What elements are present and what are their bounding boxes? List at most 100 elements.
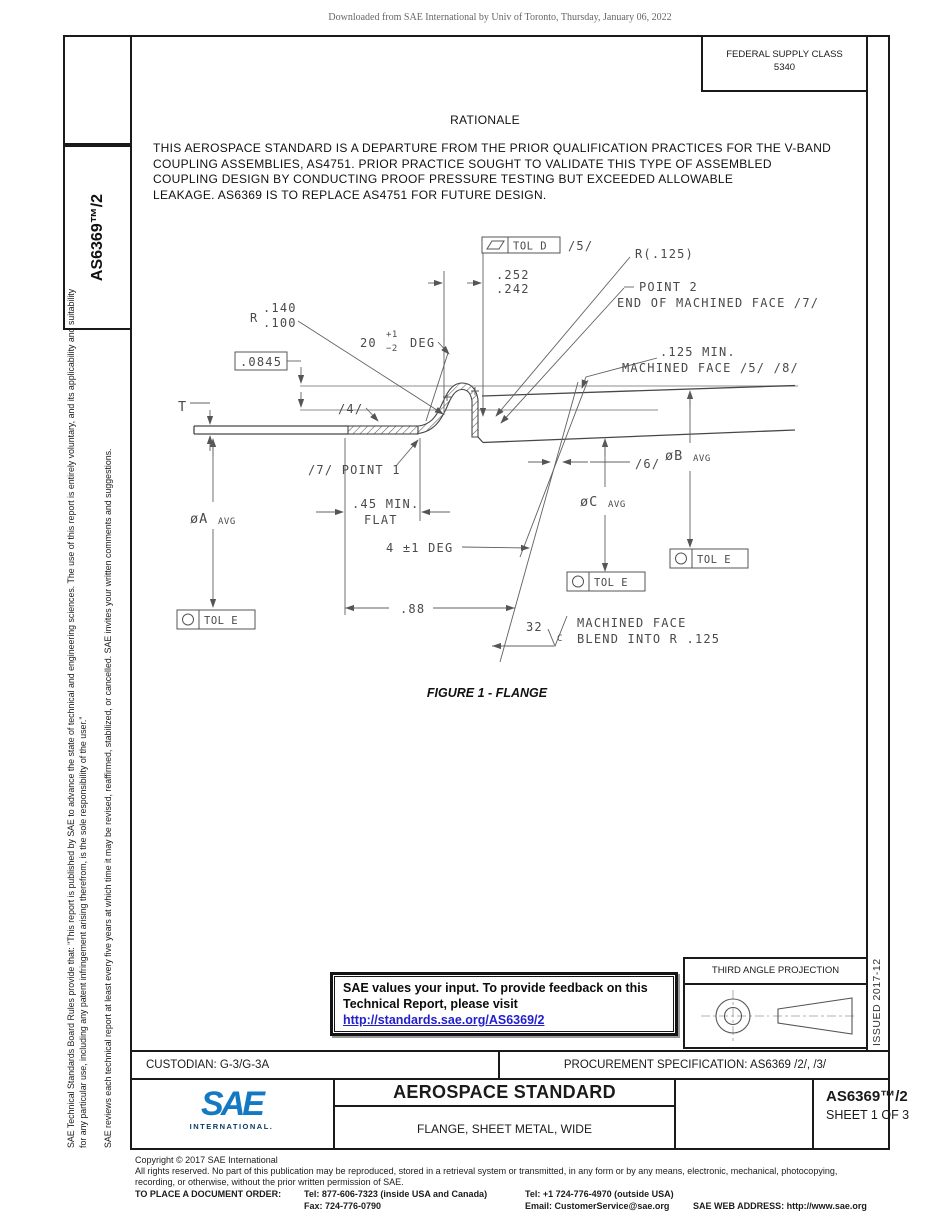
radius-125-label: R(.125) xyxy=(635,247,694,261)
federal-supply-class-value: 5340 xyxy=(773,62,796,73)
note-4: /4/ xyxy=(338,402,363,416)
sheet-number: SHEET 1 OF 3 xyxy=(826,1108,910,1122)
avg-suffix: AVG xyxy=(218,517,236,527)
dia-a-label: øA xyxy=(190,511,208,527)
machined-face-note: MACHINED FACE /5/ /8/ xyxy=(622,361,799,375)
dia-b-label: øB xyxy=(665,448,683,464)
sae-logo-text: SAE xyxy=(201,1085,265,1123)
federal-supply-class-label: FEDERAL SUPPLY CLASS xyxy=(726,49,843,60)
rationale-title: RATIONALE xyxy=(450,113,520,127)
angle-4-label: 4 ±1 DEG xyxy=(386,541,453,555)
flat-45-line2: FLAT xyxy=(364,513,398,527)
rationale-line: COUPLING DESIGN BY CONDUCTING PROOF PRES… xyxy=(153,172,734,186)
figure-caption: FIGURE 1 - FLANGE xyxy=(427,686,548,700)
surface-finish-check-icon xyxy=(547,615,568,648)
issued-date-vertical: ISSUED 2017-12 xyxy=(871,958,883,1046)
tol-d-label: TOL D xyxy=(513,241,547,253)
projection-circle-inner xyxy=(723,1006,743,1026)
flange-hump-profile xyxy=(417,382,479,438)
order-label: TO PLACE A DOCUMENT ORDER: xyxy=(135,1189,282,1199)
third-angle-projection-box: THIRD ANGLE PROJECTION xyxy=(683,957,868,1049)
flange-cross-section xyxy=(193,382,796,444)
tol-e-label: TOL E xyxy=(697,554,731,566)
dim-242: .242 xyxy=(496,282,530,296)
tel-outside: Tel: +1 724-776-4970 (outside USA) xyxy=(525,1189,674,1199)
note-5: /5/ xyxy=(568,239,593,253)
doc-id-box xyxy=(63,145,132,330)
drawing-annotations: /5/ R(.125) .252 .242 POINT 2 END OF MAC… xyxy=(178,239,819,700)
angle-20-minus: −2 xyxy=(386,344,398,354)
radius-center-marks xyxy=(443,387,479,401)
rationale-body: THIS AEROSPACE STANDARD IS A DEPARTURE F… xyxy=(153,141,853,203)
sae-logo: SAE INTERNATIONAL. xyxy=(130,1080,333,1150)
email-line: Email: CustomerService@sae.org xyxy=(525,1201,670,1211)
radius-140: .140 xyxy=(263,301,297,315)
dim-88: .88 xyxy=(400,602,425,616)
copyright-line: Copyright © 2017 SAE International xyxy=(135,1155,278,1165)
third-angle-projection-label: THIRD ANGLE PROJECTION xyxy=(685,959,866,985)
finish-note-2: BLEND INTO R .125 xyxy=(577,632,720,646)
figure-1-flange-drawing: TOL D TOL E TOL E TOL E .0845 /5/ R(.125… xyxy=(176,236,819,700)
hatched-sheet-section xyxy=(347,425,419,435)
finish-note-1: MACHINED FACE xyxy=(577,616,687,630)
fax-line: Fax: 724-776-0790 xyxy=(304,1201,382,1211)
sae-logo-subtext: INTERNATIONAL. xyxy=(189,1122,274,1131)
doc-title: FLANGE, SHEET METAL, WIDE xyxy=(417,1122,592,1136)
tolerance-frames: TOL D TOL E TOL E TOL E .0845 xyxy=(176,236,749,630)
flatness-symbol-icon xyxy=(486,240,505,250)
web-address-line: SAE WEB ADDRESS: http://www.sae.org xyxy=(693,1201,867,1211)
dia-c-label: øC xyxy=(580,494,598,510)
dimension-lines xyxy=(190,253,694,650)
tel-inside: Tel: 877-606-7323 (inside USA and Canada… xyxy=(304,1189,488,1199)
disclaimer-vertical-1: SAE Technical Standards Board Rules prov… xyxy=(66,288,88,1148)
tol-e-label: TOL E xyxy=(204,615,238,627)
radius-prefix: R xyxy=(250,311,258,325)
left-empty-box xyxy=(63,35,132,145)
finish-32: 32 xyxy=(526,620,543,634)
thickness-label: T xyxy=(178,399,187,415)
projection-circle-outer xyxy=(715,998,751,1034)
point-2-note: END OF MACHINED FACE /7/ xyxy=(617,296,819,310)
rationale-line: THIS AEROSPACE STANDARD IS A DEPARTURE F… xyxy=(153,141,832,155)
circularity-symbol-icon xyxy=(182,613,194,626)
angle-20: 20 xyxy=(360,336,377,350)
point-2-label: POINT 2 xyxy=(639,280,698,294)
third-angle-projection-symbol xyxy=(701,990,857,1043)
custodian-cell: CUSTODIAN: G-3/G-3A xyxy=(130,1052,500,1078)
federal-supply-class-box: FEDERAL SUPPLY CLASS 5340 xyxy=(701,35,868,92)
min-125-label: .125 MIN. xyxy=(660,345,736,359)
feedback-link[interactable]: http://standards.sae.org/AS6369/2 xyxy=(343,1013,545,1027)
rights-line-1: All rights reserved. No part of this pub… xyxy=(135,1166,838,1176)
feedback-line-1: SAE values your input. To provide feedba… xyxy=(343,981,648,995)
circularity-symbol-icon xyxy=(675,552,687,565)
dim-252: .252 xyxy=(496,268,530,282)
procurement-spec-cell: PROCUREMENT SPECIFICATION: AS6369 /2/, /… xyxy=(563,1059,827,1071)
flat-45-line1: .45 MIN. xyxy=(352,497,419,511)
radius-100: .100 xyxy=(263,316,297,330)
projection-cone xyxy=(777,997,853,1035)
rationale-line: LEAKAGE. AS6369 IS TO REPLACE AS4751 FOR… xyxy=(153,187,547,202)
feedback-line-2: Technical Report, please visit xyxy=(343,997,518,1011)
point-1-label: /7/ POINT 1 xyxy=(308,463,401,477)
avg-suffix: AVG xyxy=(693,454,711,464)
avg-suffix: AVG xyxy=(608,500,626,510)
machined-face-slant-line xyxy=(499,381,579,663)
doc-type: AEROSPACE STANDARD xyxy=(335,1080,674,1107)
machined-face-slant-line-2 xyxy=(519,379,589,558)
rights-line-2: recording, or otherwise, without the pri… xyxy=(135,1177,404,1187)
doc-number: AS6369™/2 xyxy=(826,1088,908,1105)
angle-20-unit: DEG xyxy=(410,336,435,350)
rationale-line: COUPLING ASSEMBLIES, AS4751. PRIOR PRACT… xyxy=(153,156,772,171)
feedback-box: SAE values your input. To provide feedba… xyxy=(330,972,678,1036)
tol-e-label: TOL E xyxy=(594,577,628,589)
dim-0845: .0845 xyxy=(240,355,282,369)
custodian-row: CUSTODIAN: G-3/G-3A PROCUREMENT SPECIFIC… xyxy=(130,1050,890,1080)
note-6: /6/ xyxy=(635,457,660,471)
download-watermark: Downloaded from SAE International by Uni… xyxy=(328,12,672,23)
right-column-divider xyxy=(866,35,868,1050)
finish-grade: C xyxy=(557,634,563,644)
circularity-symbol-icon xyxy=(572,575,584,588)
disclaimer-vertical-2: SAE reviews each technical report at lea… xyxy=(103,448,113,1148)
title-block: SAE INTERNATIONAL. AEROSPACE STANDARD FL… xyxy=(130,1080,910,1150)
